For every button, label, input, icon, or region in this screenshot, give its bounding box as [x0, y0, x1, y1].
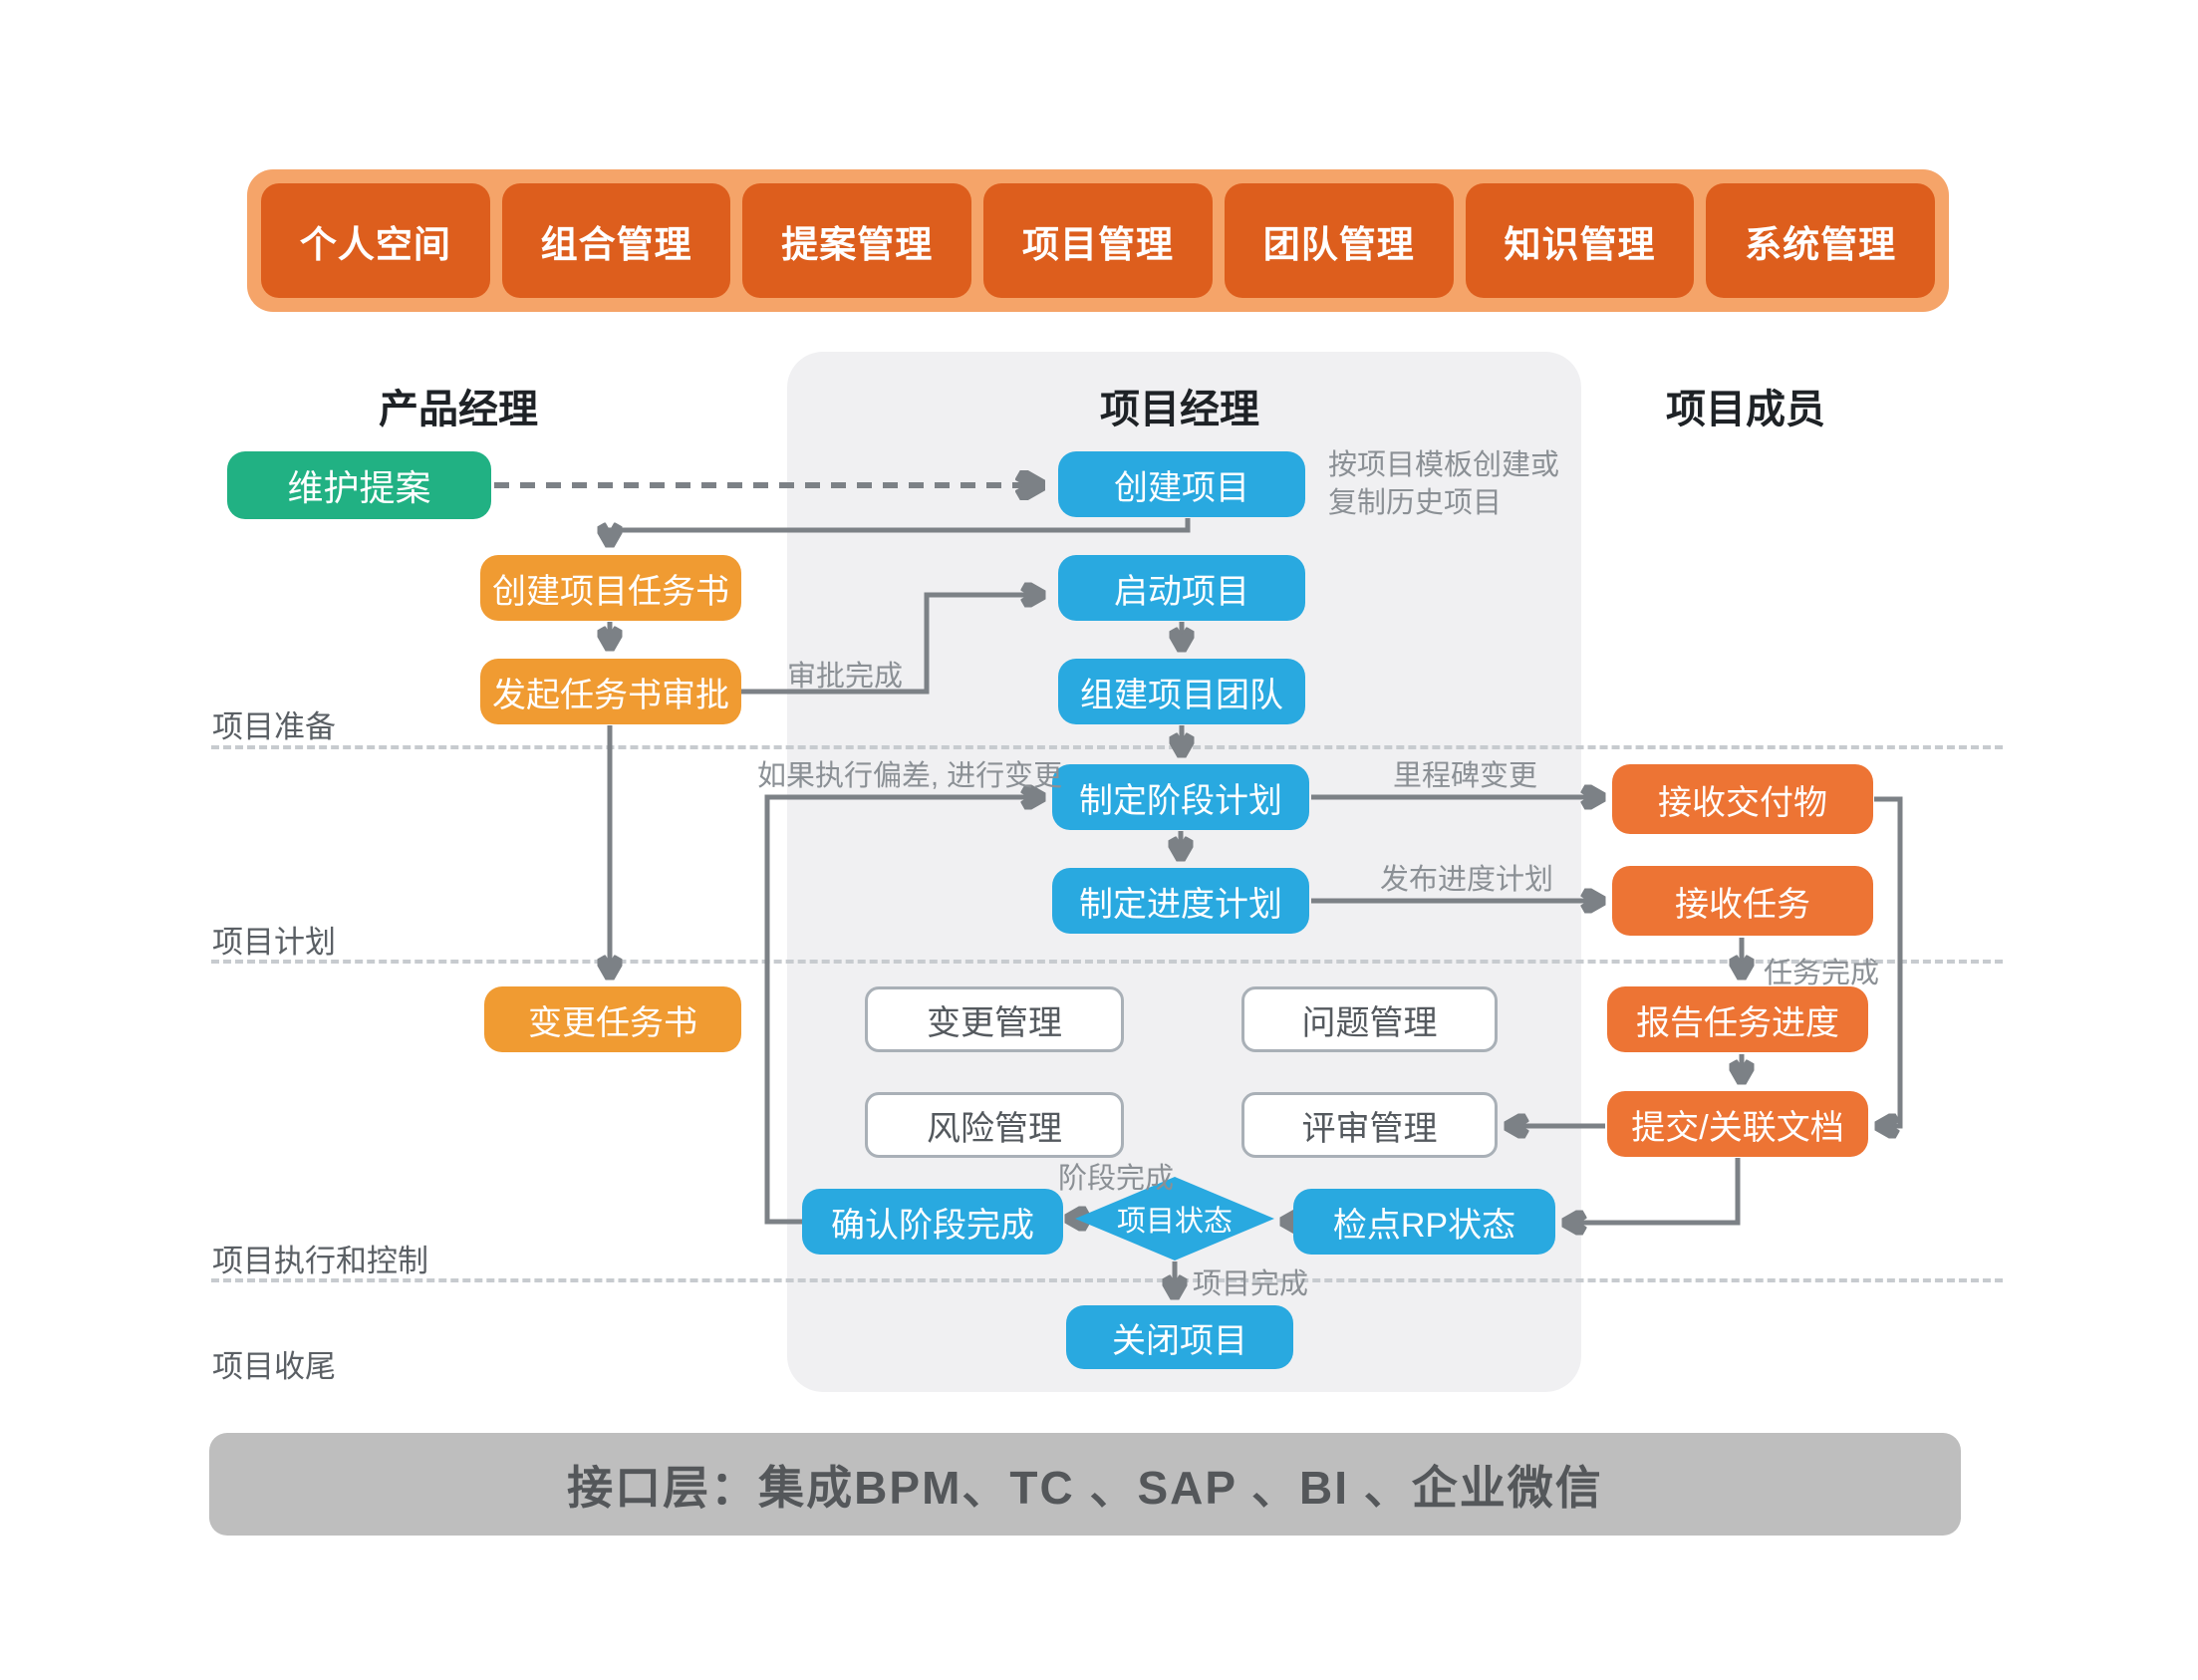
- interface-layer-bar: 接口层：集成BPM、TC 、SAP 、BI 、企业微信: [209, 1433, 1961, 1536]
- phase-divider-preparation: [211, 745, 2003, 749]
- nav-item-knowledge-mgmt: 知识管理: [1465, 183, 1695, 298]
- node-confirm-stage-complete: 确认阶段完成: [802, 1189, 1063, 1255]
- node-review-management: 评审管理: [1241, 1092, 1498, 1158]
- edge-label-deviation-change: 如果执行偏差, 进行变更: [757, 760, 1063, 792]
- connector-submit-docs-to-check-rp: [1569, 1158, 1741, 1223]
- edge-label-publish-schedule: 发布进度计划: [1380, 864, 1554, 896]
- node-change-management: 变更管理: [865, 986, 1124, 1052]
- edge-label-approval-done: 审批完成: [787, 661, 904, 693]
- node-initiate-charter-approval: 发起任务书审批: [480, 659, 741, 724]
- module-nav-bar: 个人空间 组合管理 提案管理 项目管理 团队管理 知识管理 系统管理: [247, 169, 1949, 312]
- node-create-project: 创建项目: [1058, 451, 1305, 517]
- node-start-project: 启动项目: [1058, 555, 1305, 621]
- node-close-project: 关闭项目: [1066, 1305, 1293, 1369]
- node-report-task-progress: 报告任务进度: [1607, 986, 1868, 1052]
- node-risk-management: 风险管理: [865, 1092, 1124, 1158]
- node-make-stage-plan: 制定阶段计划: [1052, 764, 1309, 830]
- edge-label-milestone-change: 里程碑变更: [1393, 760, 1538, 792]
- nav-item-portfolio-mgmt: 组合管理: [501, 183, 731, 298]
- phase-divider-execution: [211, 1278, 2003, 1282]
- edge-label-task-done: 任务完成: [1764, 958, 1880, 989]
- lane-header-project-manager: 项目经理: [1100, 388, 1259, 431]
- node-maintain-proposal: 维护提案: [227, 451, 491, 519]
- nav-item-project-mgmt: 项目管理: [983, 183, 1213, 298]
- nav-item-proposal-mgmt: 提案管理: [742, 183, 972, 298]
- edge-label-project-done: 项目完成: [1193, 1268, 1309, 1300]
- node-issue-management: 问题管理: [1241, 986, 1498, 1052]
- nav-item-system-mgmt: 系统管理: [1706, 183, 1936, 298]
- node-create-charter: 创建项目任务书: [480, 555, 741, 621]
- nav-item-personal-space: 个人空间: [261, 183, 490, 298]
- lane-header-project-member: 项目成员: [1666, 388, 1825, 431]
- node-submit-link-documents: 提交/关联文档: [1607, 1091, 1868, 1157]
- node-check-rp-status: 检点RP状态: [1293, 1189, 1555, 1255]
- node-change-charter: 变更任务书: [484, 986, 741, 1052]
- node-make-schedule-plan: 制定进度计划: [1052, 868, 1309, 934]
- node-receive-deliverables: 接收交付物: [1612, 764, 1873, 834]
- phase-divider-planning: [211, 960, 2003, 964]
- phase-label-planning: 项目计划: [212, 925, 336, 960]
- edge-label-stage-done: 阶段完成: [1058, 1163, 1175, 1195]
- phase-label-preparation: 项目准备: [212, 709, 336, 744]
- phase-label-closing: 项目收尾: [212, 1349, 336, 1384]
- phase-label-execution-control: 项目执行和控制: [212, 1244, 428, 1278]
- node-build-project-team: 组建项目团队: [1058, 659, 1305, 724]
- lane-header-product-manager: 产品经理: [379, 388, 538, 431]
- edge-label-template-note: 按项目模板创建或 复制历史项目: [1328, 449, 1560, 519]
- node-receive-tasks: 接收任务: [1612, 866, 1873, 936]
- interface-layer-label: 接口层：集成BPM、TC 、SAP 、BI 、企业微信: [567, 1461, 1603, 1514]
- nav-item-team-mgmt: 团队管理: [1224, 183, 1454, 298]
